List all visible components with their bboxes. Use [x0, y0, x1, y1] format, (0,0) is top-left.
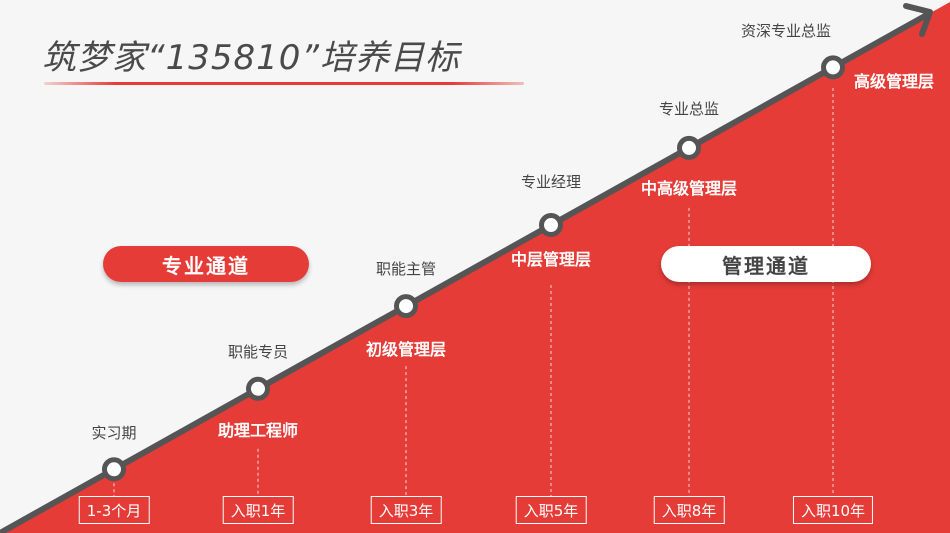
stage-time-box: 入职5年: [515, 496, 587, 524]
stage-position-label: 专业经理: [520, 173, 582, 191]
stage-level-label: 助理工程师: [217, 421, 299, 440]
stage-position-label: 职能主管: [375, 260, 437, 278]
stage-level-label: 中高级管理层: [640, 179, 738, 198]
milestone-node: [394, 294, 418, 319]
stage-level-label: 中层管理层: [510, 250, 592, 269]
stage-time-box: 入职3年: [370, 496, 442, 524]
milestone-node: [246, 376, 270, 401]
milestone-node: [821, 55, 845, 80]
arrow-head-icon: [903, 3, 933, 37]
milestone-nodes: [102, 55, 845, 482]
page-title: 筑梦家“135810”培养目标: [42, 38, 461, 78]
career-growth-line: [0, 13, 928, 533]
stage-time-box: 入职1年: [222, 496, 294, 524]
stage-position-label: 实习期: [91, 424, 137, 442]
professional-track-badge: 专业通道: [103, 246, 309, 282]
stage-position-label: 职能专员: [227, 343, 289, 361]
stage-position-label: 专业总监: [658, 100, 720, 118]
stage-time-box: 入职8年: [653, 496, 725, 524]
stage-level-label: 初级管理层: [365, 340, 447, 359]
stage-time-box: 入职10年: [792, 496, 874, 524]
milestone-node: [102, 457, 126, 482]
milestone-node: [677, 135, 701, 160]
management-track-badge: 管理通道: [661, 246, 871, 282]
title-underline: [44, 82, 524, 85]
stage-level-label: 高级管理层: [853, 72, 935, 91]
stage-position-label: 资深专业总监: [740, 22, 832, 40]
stage-time-box: 1-3个月: [78, 496, 150, 524]
milestone-node: [539, 213, 563, 238]
